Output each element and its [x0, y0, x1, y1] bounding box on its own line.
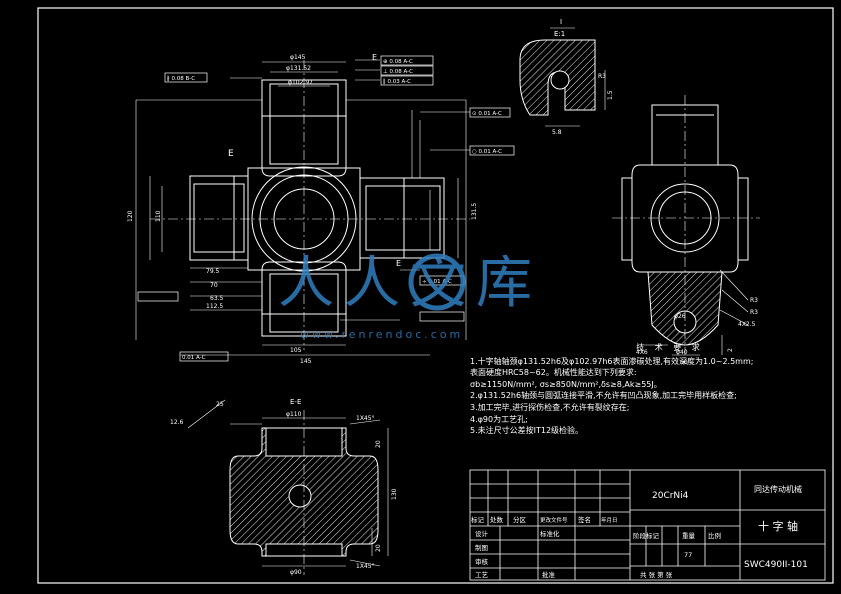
tb-company: 同达传动机械 — [754, 484, 802, 494]
tech-req-title: 技 术 要 求 — [636, 343, 704, 352]
section-dim-chamfer-bottom: 1X45° — [356, 563, 375, 570]
side-dim-phi40: φ40 — [676, 349, 688, 356]
detail-label: I — [560, 18, 562, 26]
section-dim-25: 25 — [216, 401, 224, 408]
tb-mark: 标记 — [471, 515, 485, 524]
tech-req-line-7: 5.未注尺寸公差按IT12级检验。 — [470, 426, 584, 436]
section-dim-phi110: φ110 — [286, 411, 302, 418]
tb-change-doc: 更改文件号 — [540, 516, 568, 524]
dim-120-v: 120 — [127, 210, 134, 222]
dim-phi145: φ145 — [290, 54, 306, 61]
technical-requirements: 技 术 要 求 1.十字轴轴颈φ131.52h6及φ102.97h6表面渗碳处理… — [470, 342, 830, 437]
watermark-url: www.renrendoc.com — [300, 328, 463, 341]
tb-design: 设计 — [475, 529, 489, 538]
side-dim-2: 2 — [727, 348, 734, 352]
side-dim-4x6: 4X6 — [636, 349, 648, 356]
side-dim-phi26: φ26 — [674, 313, 686, 320]
dim-63: 63.5 — [210, 295, 224, 302]
tb-sheets: 共 张 第 张 — [640, 570, 673, 579]
gdt-frames: ∦ 0.08 B-C ⊕ 0.08 A-C ⊥ 0.08 A-C ∥ 0.03 … — [137, 55, 515, 362]
side-dim-r3a: R3 — [750, 297, 758, 304]
tb-drawing-number: SWC490II-101 — [744, 560, 808, 570]
dim-phi102: φ102.97 — [288, 79, 313, 86]
title-block — [469, 469, 826, 581]
tb-approve: 批准 — [542, 570, 556, 579]
tech-req-line-2: 表面硬度HRC58~62。机械性能达到下列要求: — [470, 368, 637, 378]
tb-material: 20CrNi4 — [652, 491, 689, 501]
dim-131-v: 131.5 — [471, 203, 478, 220]
gdt-frame-7: ÷ 0.01 A-C — [422, 279, 452, 285]
section-dim-phi90: φ90 — [290, 569, 302, 576]
gdt-frame-6: ○ 0.01 A-C — [472, 149, 502, 155]
section-dim-130: 130 — [391, 488, 398, 500]
gdt-frame-3: ⊥ 0.08 A-C — [383, 69, 413, 75]
tech-req-line-4: 2.φ131.52h6轴颈与圆弧连接平滑,不允许有凹凸现象,加工完毕用样板检查; — [470, 391, 737, 401]
drawing-frame — [37, 7, 834, 584]
gdt-frame-5: ⊙ 0.01 A-C — [472, 111, 502, 117]
section-dim-chamfer-top: 1X45° — [356, 415, 375, 422]
dim-phi131: φ131.52 — [286, 65, 311, 72]
gdt-frame-1: ∦ 0.08 B-C — [167, 75, 195, 82]
tech-req-line-6: 4.φ90为工艺孔; — [470, 414, 528, 424]
dim-79: 79.5 — [206, 268, 220, 275]
section-label: E-E — [290, 398, 301, 406]
gdt-frame-4: ∥ 0.03 A-C — [383, 78, 411, 85]
section-mark-e-top: E — [228, 149, 234, 159]
dim-70: 70 — [210, 282, 218, 289]
tb-standardize: 标准化 — [540, 529, 560, 538]
tb-signature: 签名 — [578, 515, 591, 524]
side-view — [612, 95, 760, 356]
section-dim-20b: 20 — [375, 440, 382, 448]
tb-process: 工艺 — [475, 571, 489, 579]
gdt-frame-8: 0.01 A-C — [182, 355, 206, 361]
tb-zone: 分区 — [513, 515, 527, 524]
tech-req-line-1: 1.十字轴轴颈φ131.52h6及φ102.97h6表面渗碳处理,有效深度为1.… — [470, 356, 754, 366]
section-dim-20a: 20 — [375, 544, 382, 552]
section-dim-12: 12.6 — [170, 419, 184, 426]
section-view-ee — [187, 399, 389, 575]
tb-part-name: 十 字 轴 — [758, 519, 798, 533]
side-dim-60deg: 60° — [680, 359, 691, 366]
tb-review: 审核 — [475, 557, 489, 566]
tb-weight: 77 — [684, 551, 692, 559]
gdt-frame-2: ⊕ 0.08 A-C — [383, 59, 413, 65]
detail-view-i — [519, 27, 606, 127]
tech-req-line-3: σb≥1150N/mm², σs≥850N/mm²,δs≥8,Ak≥55J。 — [470, 379, 662, 389]
detail-scale: E:1 — [554, 30, 565, 38]
main-view — [135, 59, 470, 356]
tb-stage-mark: 阶段标记 — [633, 531, 660, 540]
tech-req-line-5: 3.加工完毕,进行探伤检查,不允许有裂纹存在; — [470, 402, 630, 412]
detail-dim-3: 5.8 — [552, 129, 562, 136]
section-mark-e-bottom: E — [396, 259, 401, 268]
tb-count: 处数 — [490, 515, 504, 524]
section-mark-e-right: E — [372, 53, 377, 62]
dim-110-v: 110 — [155, 210, 162, 222]
tb-scale-label: 比例 — [708, 531, 721, 540]
dim-105: 105 — [290, 347, 302, 354]
watermark: 人人文库 www.renrendoc.com — [278, 251, 542, 341]
detail-dim-2: R3 — [598, 73, 606, 80]
tb-draw: 制图 — [475, 543, 488, 552]
dim-145: 145 — [300, 358, 312, 365]
tb-date: 年月日 — [601, 516, 618, 524]
side-dim-r3b: R3 — [750, 309, 758, 316]
dim-112: 112.5 — [206, 303, 223, 310]
watermark-text: 人人文库 — [278, 251, 542, 316]
detail-dim-1: 1.5 — [607, 90, 614, 100]
side-dim-4x2: 4X2.5 — [738, 321, 756, 328]
tb-weight-label: 重量 — [682, 532, 696, 540]
